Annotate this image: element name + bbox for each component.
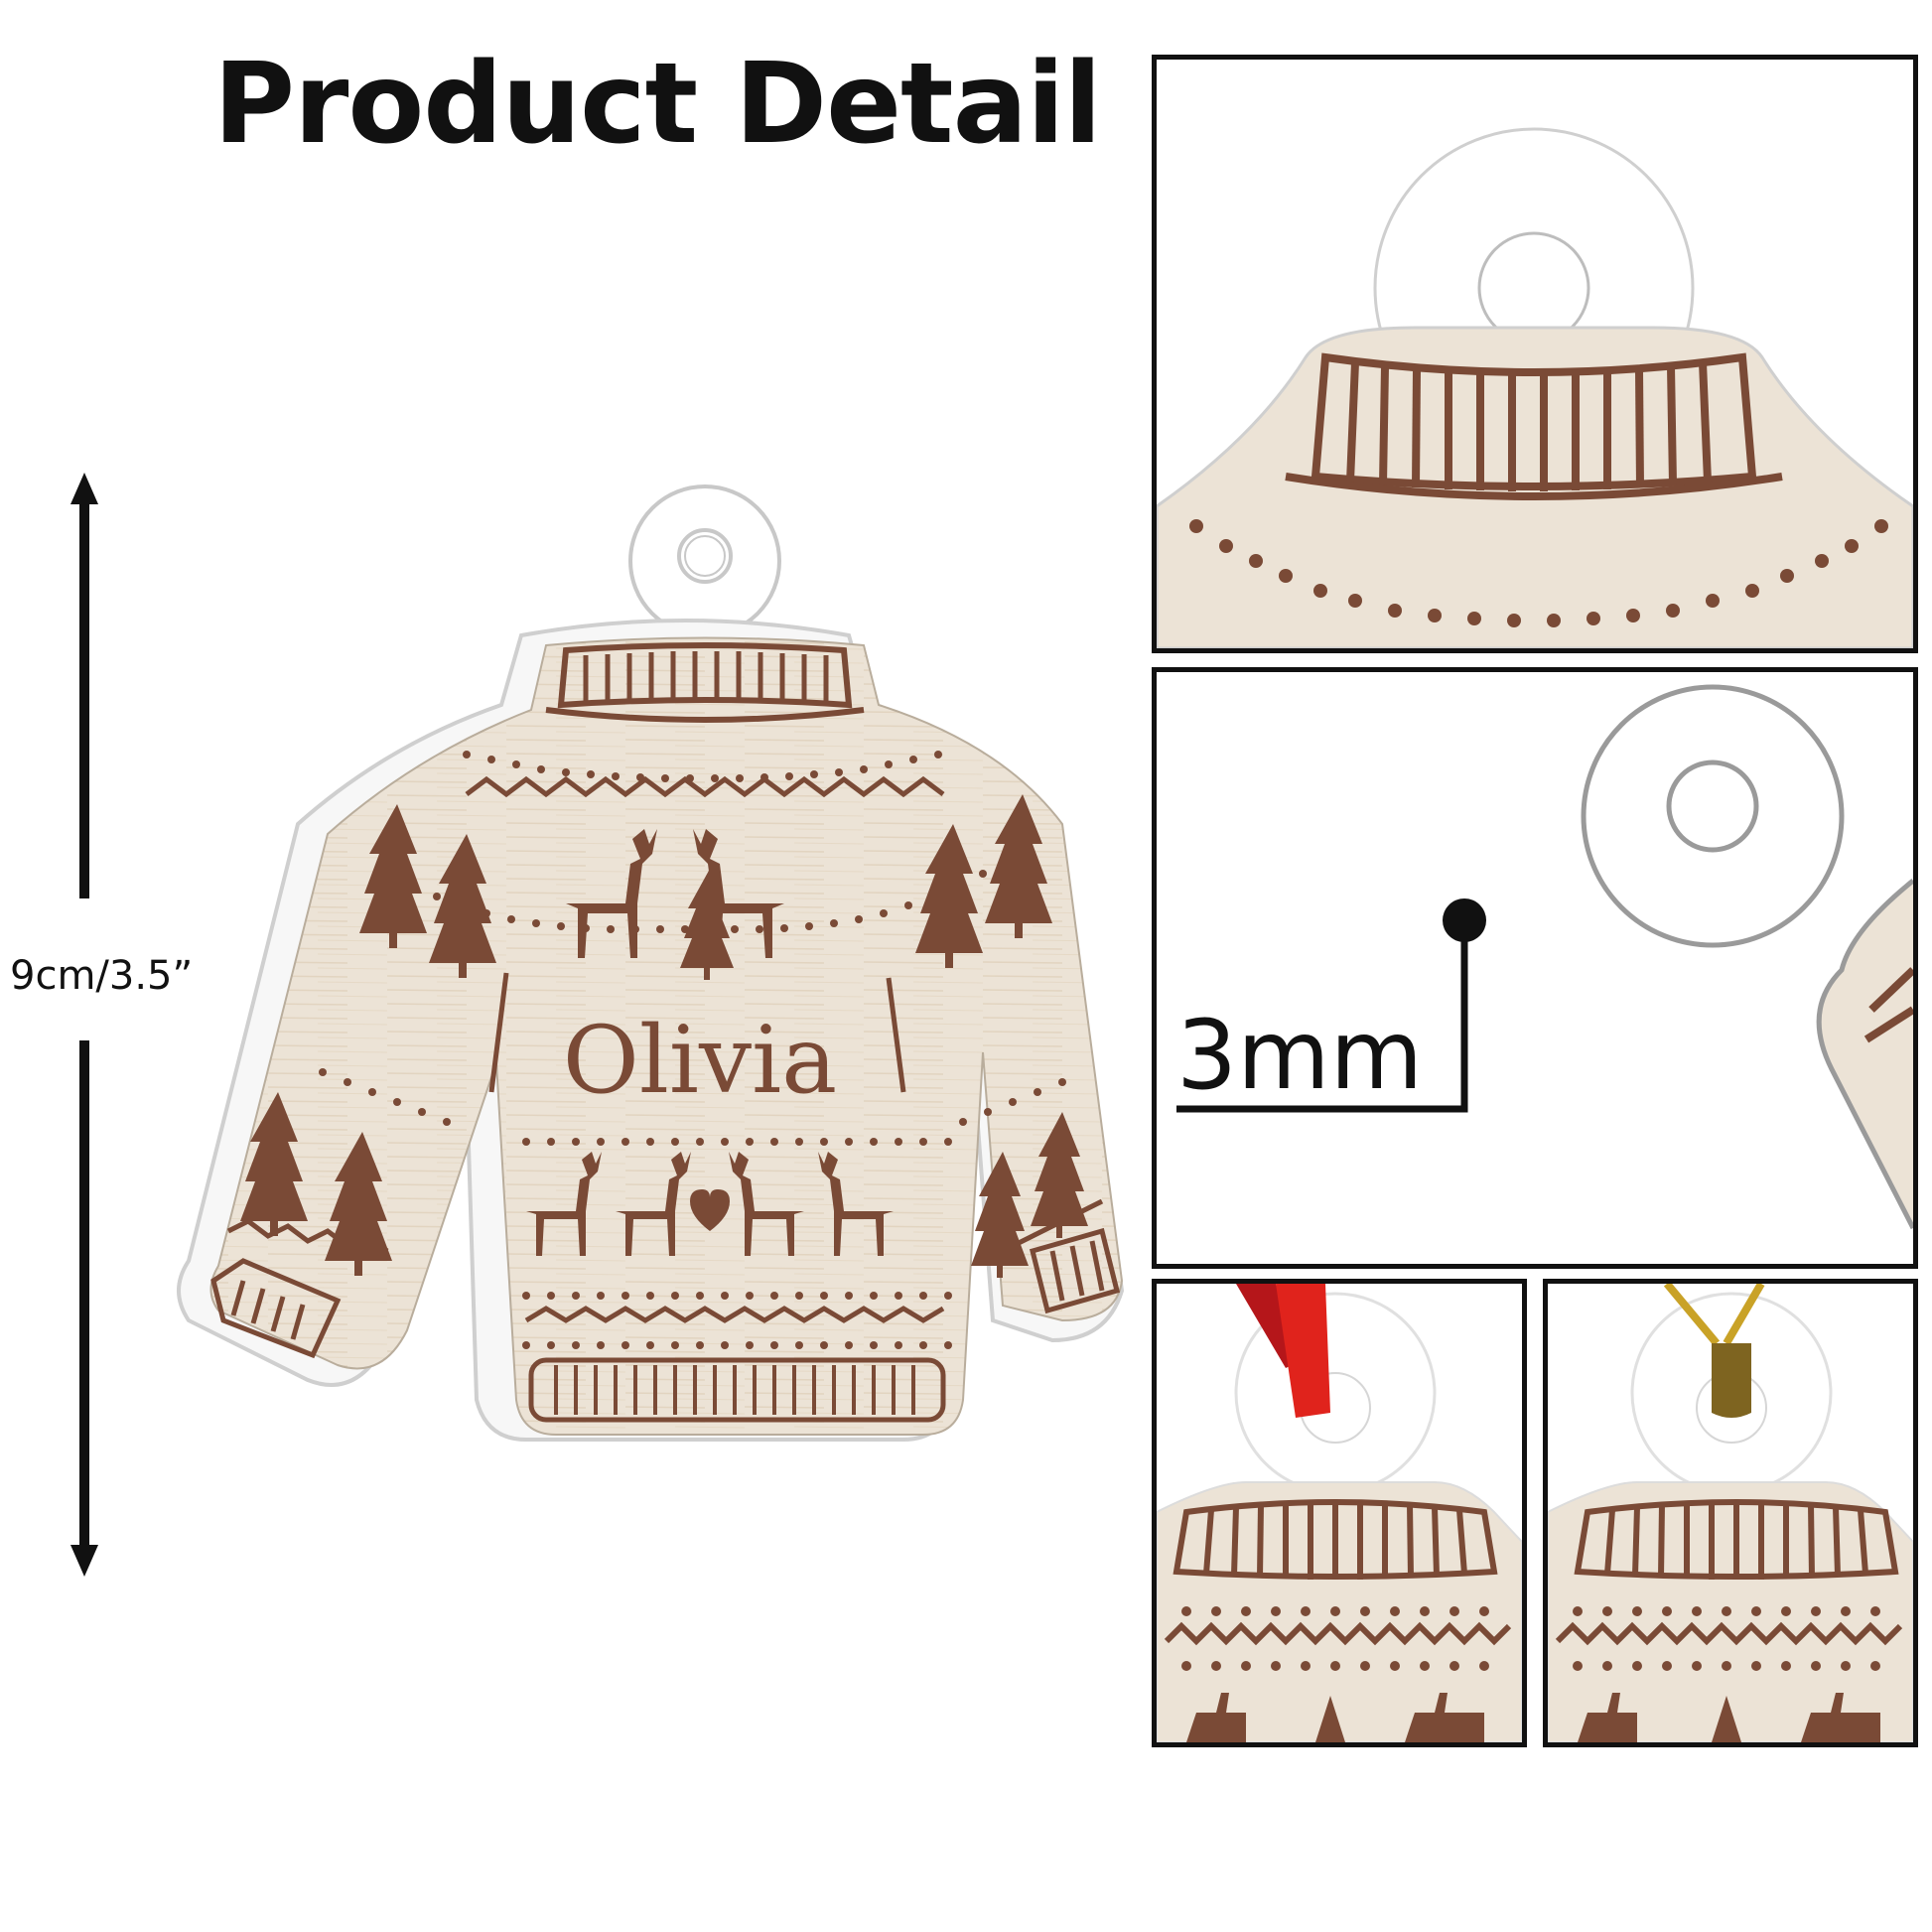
chest-dots — [522, 1138, 952, 1146]
arrow-down-icon — [70, 1545, 98, 1577]
left-cuff — [210, 1258, 342, 1359]
hem-dots — [522, 1292, 952, 1349]
tree-icons — [240, 794, 1088, 1278]
dimension-bracket — [1176, 920, 1468, 1113]
detail-panel-gold-string — [1543, 1279, 1918, 1747]
reindeer-icons — [526, 829, 894, 1256]
thickness-label: 3mm — [1176, 1000, 1424, 1111]
detail-panel-collar — [1152, 55, 1918, 653]
gold-string — [1663, 1284, 1765, 1346]
sweater-ornament-image: Olivia — [177, 484, 1125, 1442]
arrow-shaft-bottom — [79, 1040, 89, 1547]
arrow-shaft-top — [79, 501, 89, 898]
hem-ribbing — [210, 1227, 1121, 1423]
red-ribbon — [1276, 1284, 1330, 1418]
dimension-label: 9cm/3.5” — [10, 953, 194, 999]
arrow-up-icon — [70, 473, 98, 504]
detail-panel-thickness: 3mm — [1152, 667, 1918, 1269]
acrylic-hanger — [628, 484, 781, 637]
engraved-name: Olivia — [563, 1007, 837, 1115]
heart-icon — [690, 1189, 730, 1231]
dot-pattern — [319, 751, 1066, 1349]
collar-ribbing-closeup — [1285, 352, 1783, 500]
page-title: Product Detail — [213, 40, 1102, 169]
collar-ribbing — [545, 642, 865, 723]
side-seams — [488, 972, 906, 1093]
sleeve-dots — [319, 1068, 1066, 1126]
sweater-body — [209, 636, 1124, 1436]
right-cuff — [1029, 1227, 1121, 1314]
detail-panel-red-ribbon — [1152, 1279, 1527, 1747]
